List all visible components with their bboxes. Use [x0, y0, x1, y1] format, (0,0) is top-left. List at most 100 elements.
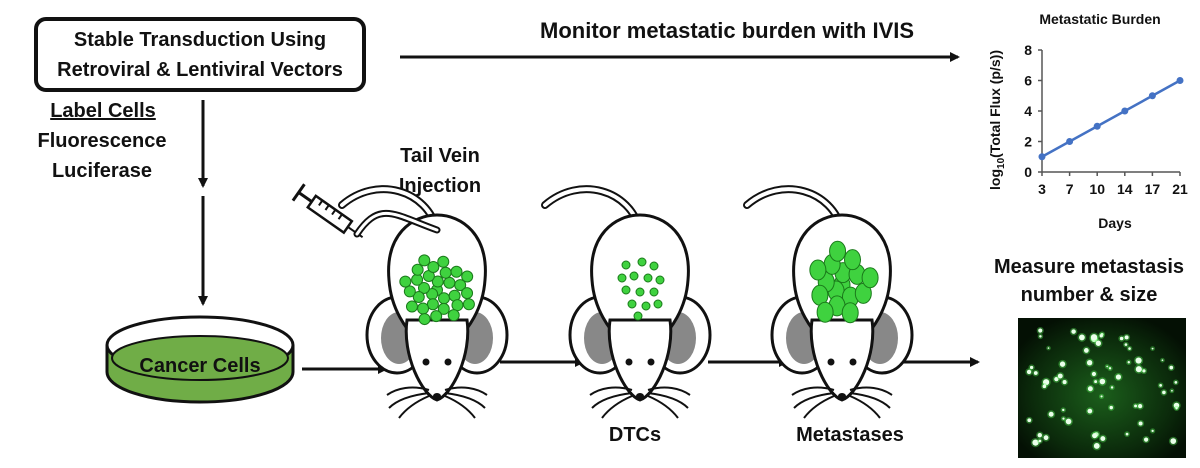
cell	[461, 287, 474, 300]
fluorescent-spot	[1026, 369, 1032, 375]
dish-label: Cancer Cells	[139, 355, 260, 377]
ylabel-main: log	[987, 169, 1003, 190]
fluorescent-spot	[1169, 365, 1174, 370]
fluorescent-spot	[1137, 403, 1143, 409]
y-tick-label: 4	[1024, 103, 1032, 119]
fluorescent-spot	[1087, 408, 1093, 414]
fluorescent-spot	[1143, 437, 1149, 442]
ivis-fluorescence-image	[1018, 318, 1186, 458]
cell	[437, 302, 450, 315]
tumor-cells-injected	[399, 254, 475, 326]
dtc-cell	[621, 260, 631, 270]
fluorescent-spot	[1062, 408, 1065, 412]
transduction-line1: Stable Transduction Using	[73, 28, 327, 51]
cell	[417, 302, 430, 315]
cell	[462, 298, 475, 311]
tail-vein-line2: Injection	[398, 175, 482, 197]
series-line	[1041, 79, 1181, 158]
fluorescent-spot	[1159, 384, 1162, 387]
fluorescent-spot	[1106, 365, 1109, 368]
fluorescent-spot	[1054, 377, 1059, 382]
fluorescent-spot	[1099, 378, 1106, 385]
cell	[437, 292, 450, 305]
fluorescent-spot	[1135, 357, 1142, 364]
y-tick-label: 0	[1024, 164, 1032, 180]
cell	[418, 254, 431, 267]
dtc-cell	[629, 271, 639, 281]
dtc-cell	[637, 257, 647, 267]
fluorescent-spot	[1027, 418, 1032, 423]
fluorescent-spot	[1142, 369, 1146, 373]
fluorescent-spot	[1057, 373, 1063, 379]
cell	[399, 275, 412, 288]
y-tick-label: 8	[1024, 42, 1032, 58]
fluorescent-spot	[1062, 380, 1067, 385]
ylabel-rest: (Total Flux (p/s))	[987, 50, 1003, 158]
chart-title: Metastatic Burden	[1039, 11, 1160, 27]
cell	[437, 255, 450, 268]
data-point	[1176, 77, 1184, 84]
fluorescent-spot	[1087, 386, 1093, 392]
fluorescent-spot	[1078, 334, 1085, 341]
fluorescent-spot	[1062, 417, 1065, 420]
x-tick-label: 21	[1172, 181, 1188, 197]
fluorescent-spot	[1086, 360, 1093, 366]
x-tick-label: 14	[1117, 181, 1133, 197]
fluorescent-spot	[1043, 435, 1049, 441]
metastasis-cell	[809, 259, 827, 281]
dtc-cell	[621, 285, 631, 295]
fluorescent-spot	[1047, 347, 1050, 349]
data-point	[1148, 92, 1156, 100]
fluorescent-spot	[1099, 334, 1103, 338]
fluorescent-spot	[1161, 359, 1164, 362]
petri-dish	[105, 315, 295, 404]
monitor-text: Monitor metastatic burden with IVIS	[540, 18, 915, 43]
fluorescent-spot	[1029, 365, 1034, 370]
measure-line2: number & size	[1020, 284, 1158, 306]
metastasis-cell	[816, 301, 834, 323]
cell	[430, 310, 443, 323]
transduction-box: Stable Transduction Using Retroviral & L…	[34, 17, 366, 92]
fluorescent-spot	[1094, 380, 1098, 384]
fluorescent-spot	[1091, 371, 1097, 377]
cell	[405, 300, 418, 313]
cell	[426, 298, 439, 311]
fluorescent-spot	[1090, 334, 1098, 341]
cell	[403, 285, 416, 298]
fluorescent-spot	[1108, 367, 1112, 370]
fluorescent-spot	[1151, 347, 1154, 350]
fluorescent-spot	[1134, 404, 1137, 408]
x-tick-label: 10	[1089, 181, 1105, 197]
dtc-cell	[617, 273, 627, 283]
fluorescent-spot	[1038, 328, 1043, 333]
fluorescent-spot	[1042, 384, 1047, 389]
fluorescent-spot	[1065, 418, 1072, 425]
fluorescent-spot	[1119, 336, 1124, 341]
dtc-cell	[633, 311, 643, 321]
cell	[411, 273, 424, 286]
data-point	[1066, 138, 1074, 145]
y-tick-label: 6	[1024, 73, 1032, 89]
dtc-cell	[635, 287, 645, 297]
dtc-cell	[627, 299, 637, 309]
mouse-dtcs	[545, 189, 710, 418]
dtc-cell	[643, 273, 653, 283]
metastasis-cell	[841, 302, 859, 324]
cell	[447, 309, 460, 322]
dtc-cell	[649, 287, 659, 297]
fluorescent-spot	[1100, 436, 1106, 442]
cell	[411, 263, 424, 276]
label-luciferase: Luciferase	[51, 160, 153, 182]
metastasis-cell	[861, 267, 879, 289]
data-point	[1038, 153, 1046, 161]
cell	[412, 291, 425, 304]
fluorescent-spot	[1039, 335, 1042, 338]
fluorescent-spot	[1173, 402, 1180, 409]
dtc-cell	[655, 275, 665, 285]
fluorescent-spot	[1174, 381, 1178, 384]
data-point	[1121, 107, 1129, 115]
fluorescent-spot	[1043, 379, 1050, 386]
fluorescent-spot	[1092, 433, 1098, 439]
fluorescent-spot	[1175, 407, 1178, 410]
